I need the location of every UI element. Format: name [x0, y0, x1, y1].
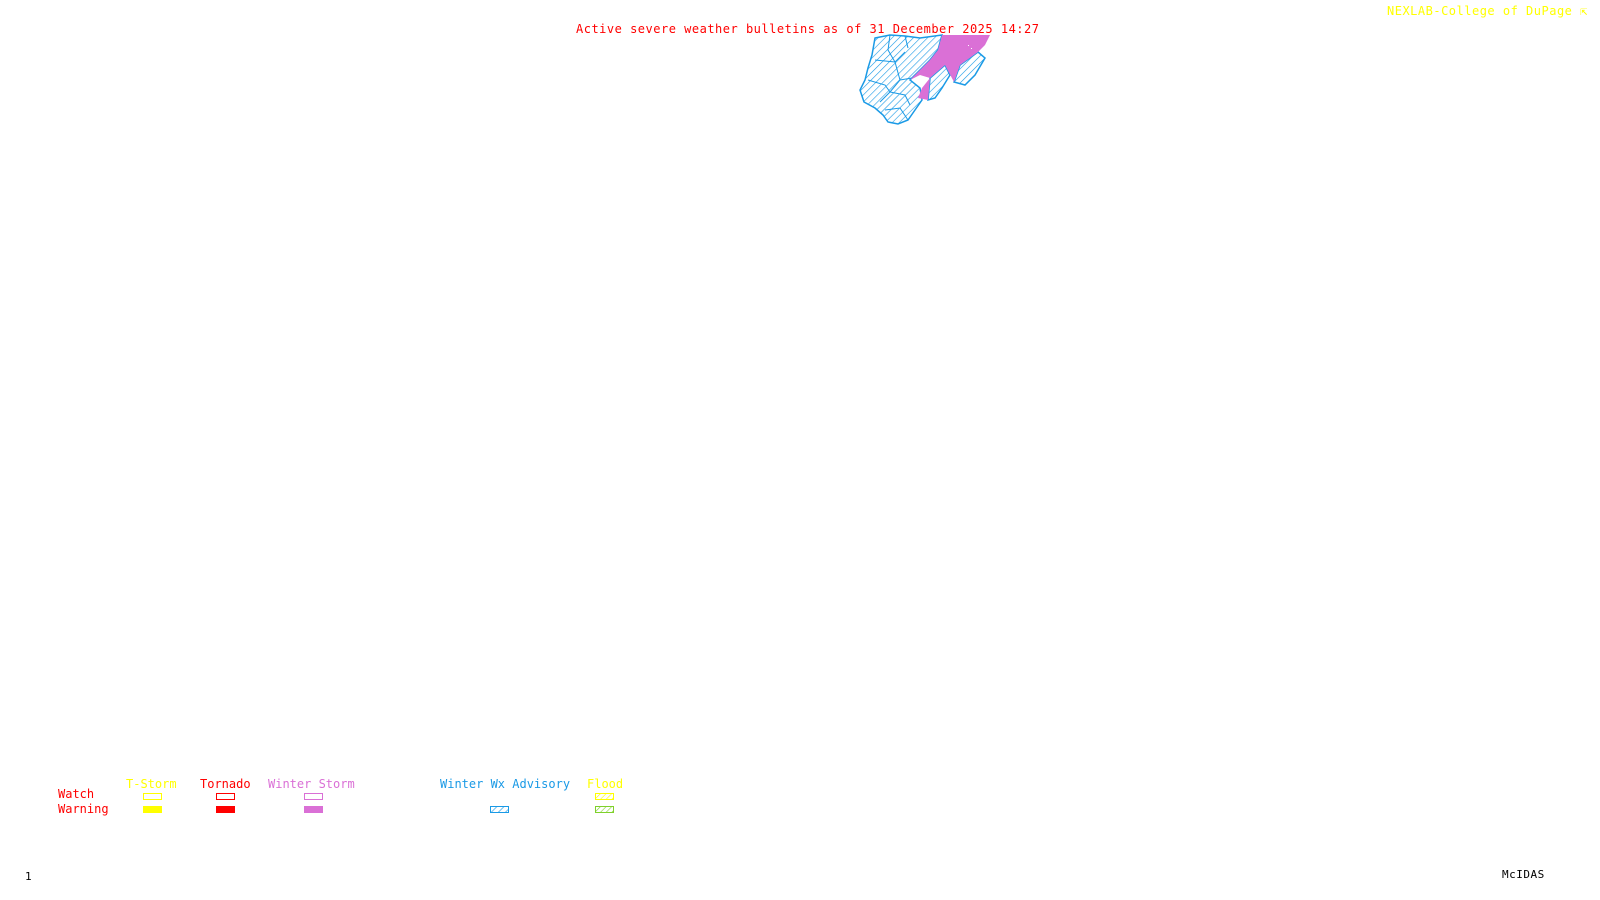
tstorm-warning-swatch: [143, 806, 162, 813]
warning-map: [859, 34, 990, 125]
winter-storm-warning-swatch: [304, 806, 323, 813]
tornado-watch-swatch: [216, 793, 235, 800]
credit-label: NEXLAB-College of DuPage ⇱: [1387, 4, 1588, 18]
legend-row-warning: Warning: [58, 802, 109, 816]
legend-winter-storm-label: Winter Storm: [268, 777, 355, 791]
frame-number: 1: [25, 870, 33, 883]
winter-advisory-swatch: [490, 806, 509, 813]
tstorm-watch-swatch: [143, 793, 162, 800]
legend-row-watch: Watch: [58, 787, 95, 801]
map-title: Active severe weather bulletins as of 31…: [576, 22, 1040, 36]
cursor-arrow-icon: ⇱: [1580, 4, 1588, 18]
legend-winter-advisory-label: Winter Wx Advisory: [440, 777, 571, 791]
software-label: McIDAS: [1502, 868, 1545, 881]
legend-tstorm-label: T-Storm: [126, 777, 177, 791]
legend-flood-label: Flood: [587, 777, 624, 791]
flood-warning-swatch: [595, 806, 614, 813]
legend-tornado-label: Tornado: [200, 777, 251, 791]
winter-storm-warning-region: [910, 35, 990, 100]
flood-watch-swatch: [595, 793, 614, 800]
county-borders: [867, 34, 913, 121]
credit-text: NEXLAB-College of DuPage: [1387, 4, 1573, 18]
winter-storm-watch-swatch: [304, 793, 323, 800]
tornado-warning-swatch: [216, 806, 235, 813]
